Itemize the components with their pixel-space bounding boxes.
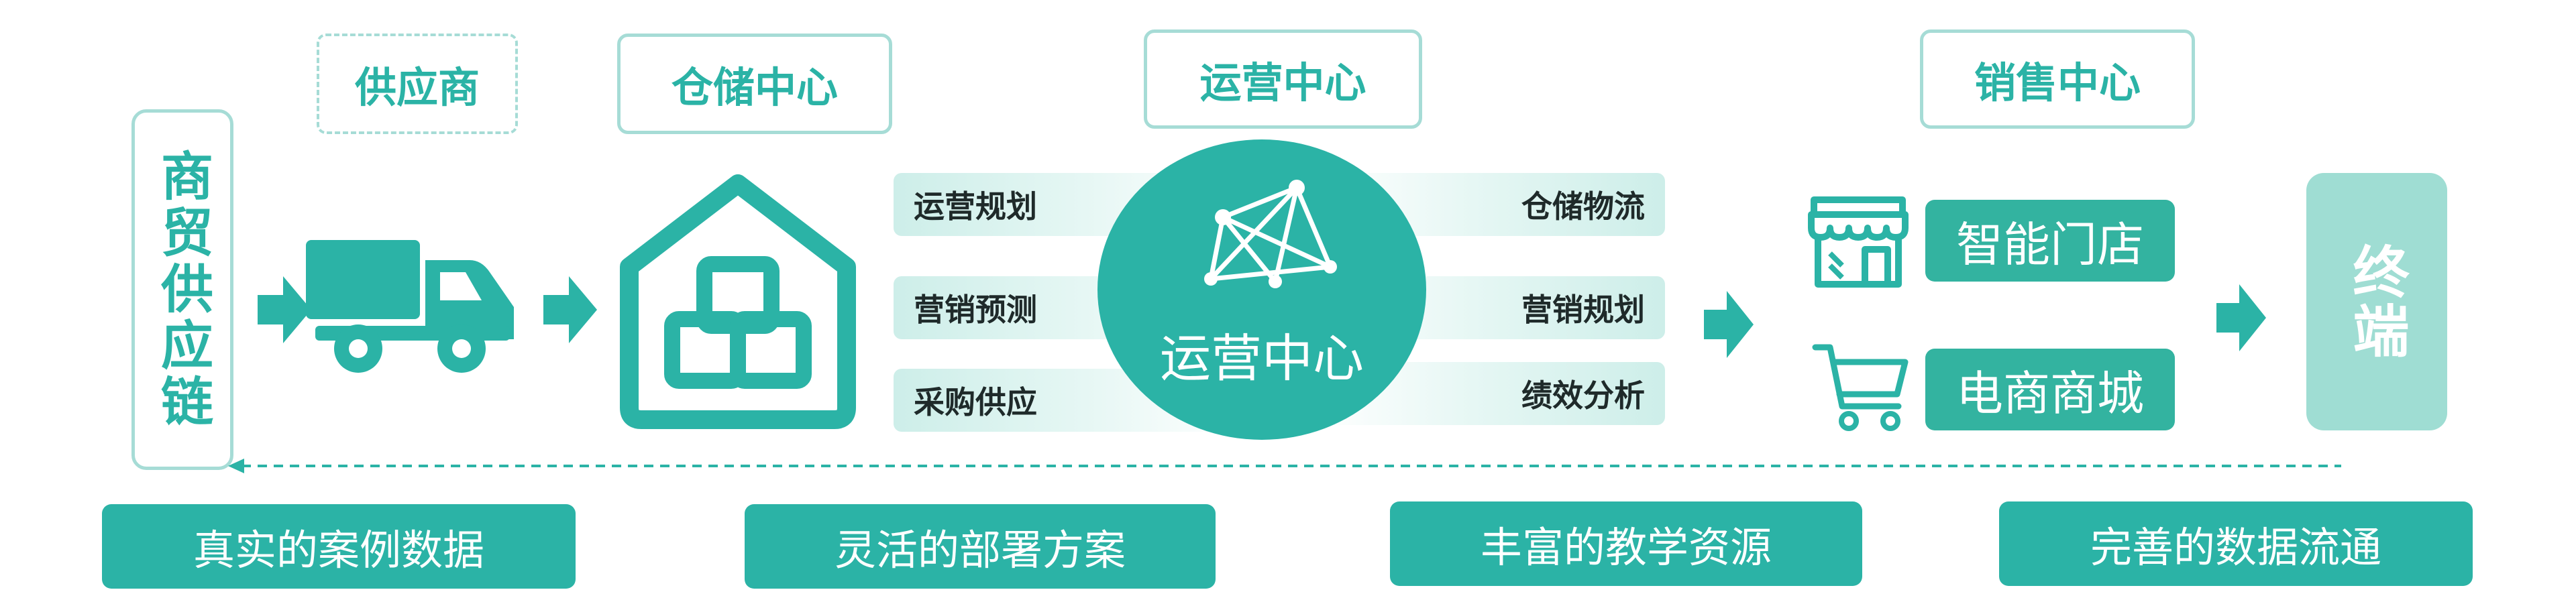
terminal-box: 终端	[2306, 173, 2447, 430]
operations-header: 运营中心	[1144, 29, 1422, 129]
bottom-button-case-data[interactable]: 真实的案例数据	[102, 504, 576, 589]
network-icon	[1204, 180, 1337, 288]
sales-header: 销售中心	[1920, 29, 2195, 129]
trade-supply-chain-box: 商贸供应链	[131, 109, 233, 470]
trade-supply-chain-label: 商贸供应链	[152, 149, 213, 430]
warehouse-header: 仓储中心	[617, 34, 892, 134]
bottom-button-deployment[interactable]: 灵活的部署方案	[745, 504, 1216, 589]
bottom-button-teaching-resources[interactable]: 丰富的教学资源	[1390, 501, 1862, 586]
supplier-header: 供应商	[317, 34, 518, 134]
arrow-icon	[2216, 284, 2266, 351]
operations-circle: 运营中心	[1097, 139, 1426, 440]
warehouse-icon	[620, 174, 856, 429]
ecommerce-tag: 电商商城	[1925, 349, 2175, 430]
arrow-icon	[1704, 291, 1754, 358]
smart-store-tag: 智能门店	[1925, 200, 2175, 282]
circle-label: 运营中心	[1160, 329, 1364, 388]
arrow-icon	[258, 276, 311, 343]
cart-icon	[1812, 344, 1909, 431]
truck-icon	[306, 240, 514, 373]
store-icon	[1808, 196, 1909, 288]
bottom-button-data-flow[interactable]: 完善的数据流通	[1999, 501, 2473, 586]
arrow-icon	[543, 276, 597, 343]
return-dashed-line	[228, 459, 2341, 473]
terminal-label: 终端	[2344, 243, 2410, 361]
